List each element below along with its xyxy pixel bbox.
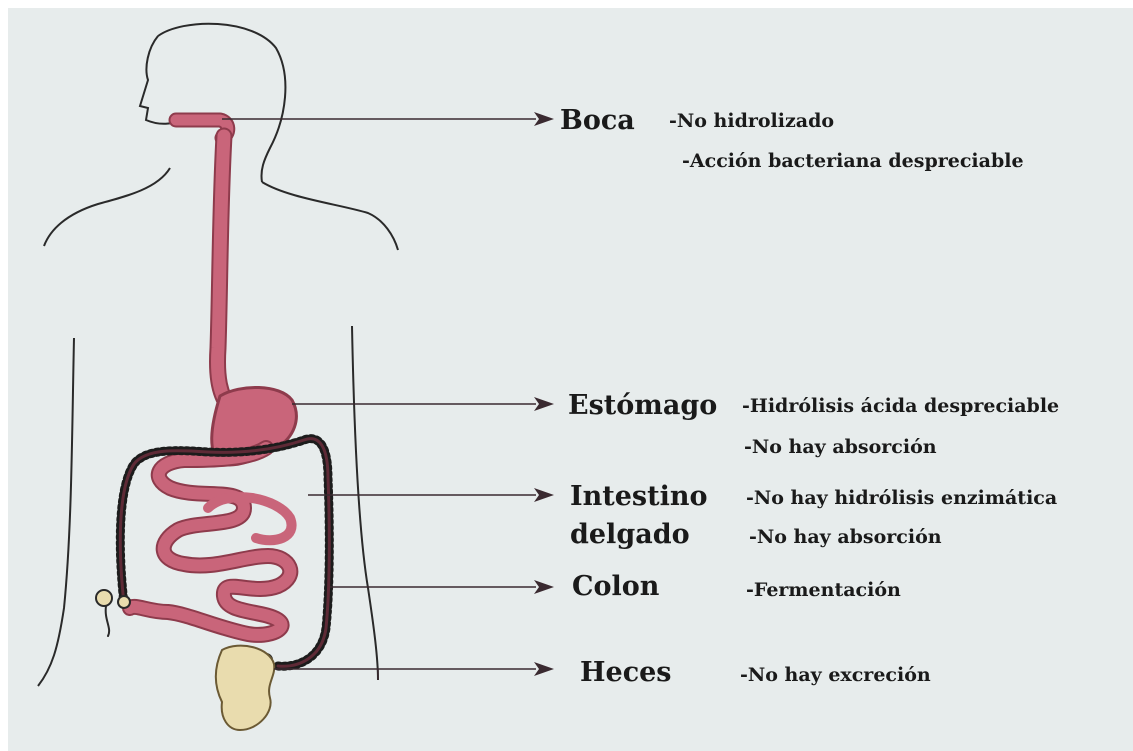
label-heces: Heces	[580, 657, 672, 688]
label-boca: Boca	[560, 105, 635, 136]
neck-shoulders-right	[262, 182, 398, 250]
diagram-canvas: Boca -No hidrolizado -Acción bacteriana …	[8, 8, 1133, 751]
label-colon: Colon	[572, 571, 660, 602]
note-intestino-1: -No hay hidrólisis enzimática	[746, 487, 1057, 509]
note-colon-1: -Fermentación	[746, 579, 901, 601]
digestive-diagram: Boca -No hidrolizado -Acción bacteriana …	[8, 8, 1133, 751]
label-estomago: Estómago	[568, 390, 717, 421]
digestive-tract	[96, 120, 329, 730]
note-estomago-1: -Hidrólisis ácida despreciable	[742, 395, 1059, 417]
appendix-joint-left	[96, 590, 112, 606]
neck-shoulders-left	[44, 168, 170, 246]
feces-mass	[216, 646, 274, 730]
note-estomago-2: -No hay absorción	[744, 436, 937, 458]
appendix-joint-right	[118, 596, 130, 608]
torso-right	[352, 326, 378, 680]
note-intestino-2: -No hay absorción	[749, 526, 942, 548]
label-intestino-2: delgado	[570, 519, 690, 550]
torso-left	[38, 338, 74, 686]
labels: Boca -No hidrolizado -Acción bacteriana …	[560, 105, 1059, 688]
label-intestino-1: Intestino	[570, 481, 707, 512]
note-heces-1: -No hay excreción	[740, 664, 931, 686]
note-boca-1: -No hidrolizado	[669, 110, 834, 132]
head-outline	[140, 24, 285, 182]
note-boca-2: -Acción bacteriana despreciable	[682, 150, 1024, 172]
appendix	[106, 606, 109, 636]
